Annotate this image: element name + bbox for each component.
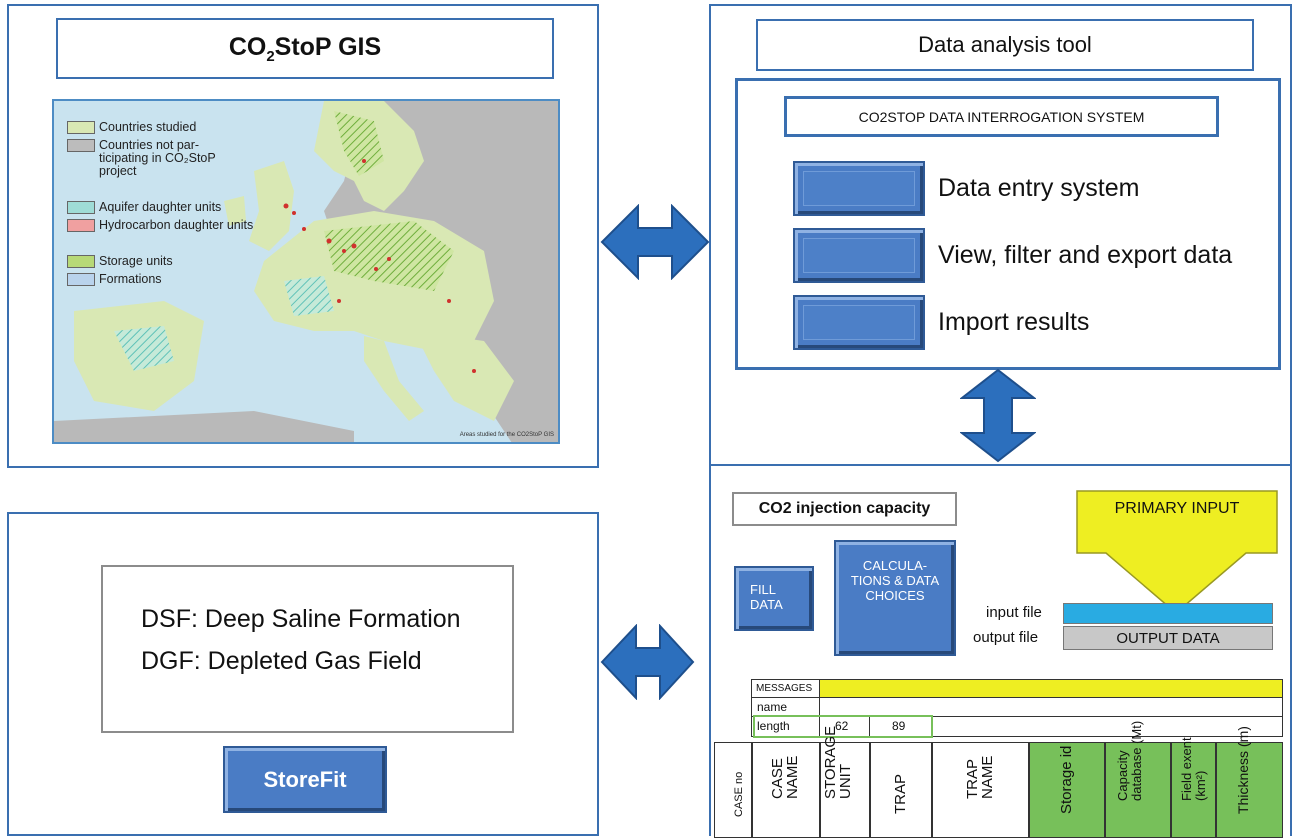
data-entry-button[interactable] [793, 161, 925, 216]
calculations-button[interactable]: CALCULA- TIONS & DATA CHOICES [834, 540, 956, 656]
dsf-definition: DSF: Deep Saline Formation [141, 605, 461, 633]
legend-item-countries-studied: Countries studied [67, 120, 197, 134]
gis-title-box: CO2StoP GIS [56, 18, 554, 79]
col-capacity-label: Capacity database (Mt) [1115, 720, 1144, 801]
legend-item-not-participating: Countries not par-ticipating in CO₂StoP … [67, 138, 227, 179]
col-case-no: CASE no [714, 742, 752, 838]
length-label: length [752, 717, 820, 736]
injection-panel: CO2 injection capacity PRIMARY INPUT FIL… [709, 464, 1292, 838]
system-title-box: CO2STOP DATA INTERROGATION SYSTEM [784, 96, 1219, 137]
data-entry-label[interactable]: Data entry system [938, 174, 1140, 202]
storefit-button-label[interactable]: StoreFit [263, 766, 347, 792]
system-title: CO2STOP DATA INTERROGATION SYSTEM [858, 108, 1145, 125]
primary-input-arrow-icon [1076, 490, 1278, 614]
legend-item-storage-units: Storage units [67, 254, 173, 268]
col-storage-unit-label: STORAGE UNIT [822, 725, 854, 799]
gis-double-arrow-icon [600, 204, 710, 280]
col-thickness: Thickness (m) [1216, 726, 1283, 838]
output-file-label: output file [973, 629, 1039, 646]
col-storage-id-label: Storage id [1058, 745, 1075, 814]
view-filter-export-button[interactable] [793, 228, 925, 283]
col-case-no-label: CASE no [733, 771, 745, 817]
analysis-title-box: Data analysis tool [756, 19, 1254, 71]
map-caption: Areas studied for the CO2StoP GIS [459, 432, 554, 438]
name-row: name [751, 698, 1283, 717]
legend-label: Storage units [99, 254, 173, 268]
output-data-bar[interactable]: OUTPUT DATA [1063, 626, 1273, 650]
legend-swatch [67, 255, 95, 268]
gis-panel: CO2StoP GIS [7, 4, 599, 468]
col-trap-name-label: TRAP NAME [963, 755, 996, 799]
analysis-panel: Data analysis tool CO2STOP DATA INTERROG… [709, 4, 1292, 468]
col-field-extent: Field exent (km²) [1171, 737, 1216, 838]
storefit-button[interactable]: StoreFit [223, 746, 387, 813]
map-graphic [54, 101, 558, 442]
legend-label: Countries studied [99, 120, 197, 134]
col-trap: TRAP [870, 742, 932, 838]
injection-title: CO2 injection capacity [758, 500, 931, 517]
col-trap-label: TRAP [892, 773, 909, 814]
storefit-double-arrow-icon [600, 624, 695, 700]
import-results-label[interactable]: Import results [938, 308, 1090, 336]
analysis-title: Data analysis tool [918, 32, 1092, 57]
legend-item-formations: Formations [67, 272, 162, 286]
view-filter-export-label[interactable]: View, filter and export data [938, 241, 1233, 269]
messages-row: MESSAGES [751, 679, 1283, 698]
legend-label: Hydrocarbon daughter units [99, 218, 254, 232]
name-label: name [752, 698, 820, 716]
length-value-storage-unit: 62 [820, 717, 870, 736]
col-field-extent-label: Field exent (km²) [1178, 737, 1208, 801]
col-storage-id: Storage id [1029, 742, 1105, 838]
fill-data-button[interactable]: FILL DATA [734, 566, 814, 631]
legend-label: Formations [99, 272, 162, 286]
legend-swatch [67, 121, 95, 134]
legend-item-hydrocarbon: Hydrocarbon daughter units [67, 218, 267, 232]
col-capacity: Capacity database (Mt) [1105, 721, 1171, 838]
injection-title-box: CO2 injection capacity [732, 492, 957, 526]
legend-swatch [67, 201, 95, 214]
definitions-box: DSF: Deep Saline Formation DGF: Depleted… [101, 565, 514, 733]
output-data-label: OUTPUT DATA [1116, 629, 1220, 647]
col-trap-name: TRAP NAME [932, 742, 1029, 838]
col-thickness-label: Thickness (m) [1234, 726, 1251, 814]
interrogation-system-box: CO2STOP DATA INTERROGATION SYSTEM Data e… [735, 78, 1281, 370]
dgf-definition: DGF: Depleted Gas Field [141, 647, 422, 675]
storefit-panel: DSF: Deep Saline Formation DGF: Depleted… [7, 512, 599, 836]
europe-map: Countries studied Countries not par-tici… [52, 99, 560, 444]
legend-swatch [67, 273, 95, 286]
map-legend: Countries studied Countries not par-tici… [54, 120, 267, 291]
primary-input-label: PRIMARY INPUT [1114, 500, 1240, 517]
vertical-double-arrow-icon [960, 368, 1036, 463]
length-row: length 62 89 [751, 717, 1283, 737]
legend-label: Aquifer daughter units [99, 200, 222, 214]
col-case-name: CASE NAME [752, 742, 820, 838]
legend-swatch [67, 219, 95, 232]
length-highlight [753, 715, 933, 738]
legend-item-aquifer: Aquifer daughter units [67, 200, 222, 214]
import-results-button[interactable] [793, 295, 925, 350]
legend-label: Countries not par-ticipating in CO₂StoP … [99, 138, 216, 179]
col-case-name-label: CASE NAME [769, 755, 801, 799]
messages-label: MESSAGES [752, 680, 820, 697]
input-file-bar[interactable] [1063, 603, 1273, 624]
gis-title: CO2StoP GIS [228, 32, 382, 65]
calculations-label[interactable]: CALCULA- TIONS & DATA CHOICES [850, 558, 940, 603]
col-storage-unit: STORAGE UNIT [820, 726, 870, 838]
fill-data-label[interactable]: FILL DATA [750, 582, 783, 612]
input-file-label: input file [986, 604, 1042, 621]
legend-swatch [67, 139, 95, 152]
